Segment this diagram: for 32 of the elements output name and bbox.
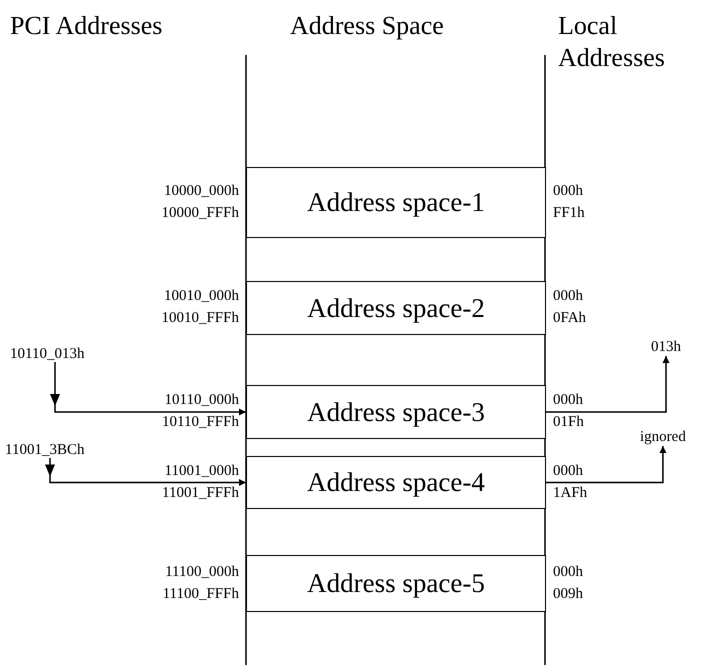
address-value: 000h (553, 393, 583, 408)
address-value: 1AFh (553, 486, 588, 500)
address-label: 10110_013h (10, 347, 84, 362)
address-value: 11100_000h (165, 564, 239, 580)
address-value: 11001_FFFh (162, 486, 239, 500)
address-value: 11100_FFFh (162, 586, 239, 602)
address-space-box: Address space-5 (246, 555, 546, 612)
address-value: 10010_FFFh (161, 311, 239, 326)
address-value: 10010_000h (164, 289, 239, 304)
address-space-box: Address space-3 (246, 385, 546, 439)
address-space-box: Address space-1 (246, 167, 546, 238)
address-value: 000h (553, 184, 583, 198)
address-label: 013h (651, 340, 681, 355)
address-value: 000h (553, 464, 583, 478)
address-value: 0FAh (553, 311, 586, 326)
address-value: 10000_000h (164, 184, 239, 198)
address-value: 10110_FFFh (162, 415, 239, 430)
address-value: 10110_000h (164, 393, 239, 408)
address-space-box: Address space-2 (246, 281, 546, 335)
address-value: 000h (553, 289, 583, 304)
address-value: 01Fh (553, 415, 584, 430)
address-value: 009h (553, 586, 583, 602)
address-label: ignored (640, 430, 686, 445)
address-value: 10000_FFFh (161, 206, 239, 220)
address-label: 11001_3BCh (5, 443, 84, 458)
address-value: 000h (553, 564, 583, 580)
column-heading: PCI Addresses (10, 10, 164, 42)
column-heading: Address Space (290, 10, 445, 42)
address-value: 11001_000h (164, 464, 239, 478)
address-space-box: Address space-4 (246, 456, 546, 509)
column-heading: Local Addresses (558, 10, 666, 74)
address-value: FF1h (553, 206, 585, 220)
